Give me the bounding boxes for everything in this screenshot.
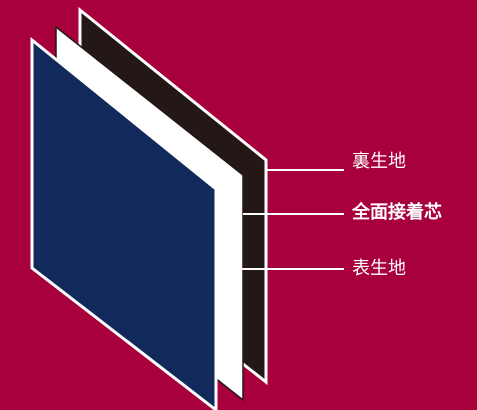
back-fabric-label: 裏生地: [352, 151, 406, 172]
interlining-label: 全面接着芯: [352, 202, 442, 223]
outer-fabric-label: 表生地: [352, 258, 406, 279]
outer-fabric-layer: [30, 36, 218, 410]
